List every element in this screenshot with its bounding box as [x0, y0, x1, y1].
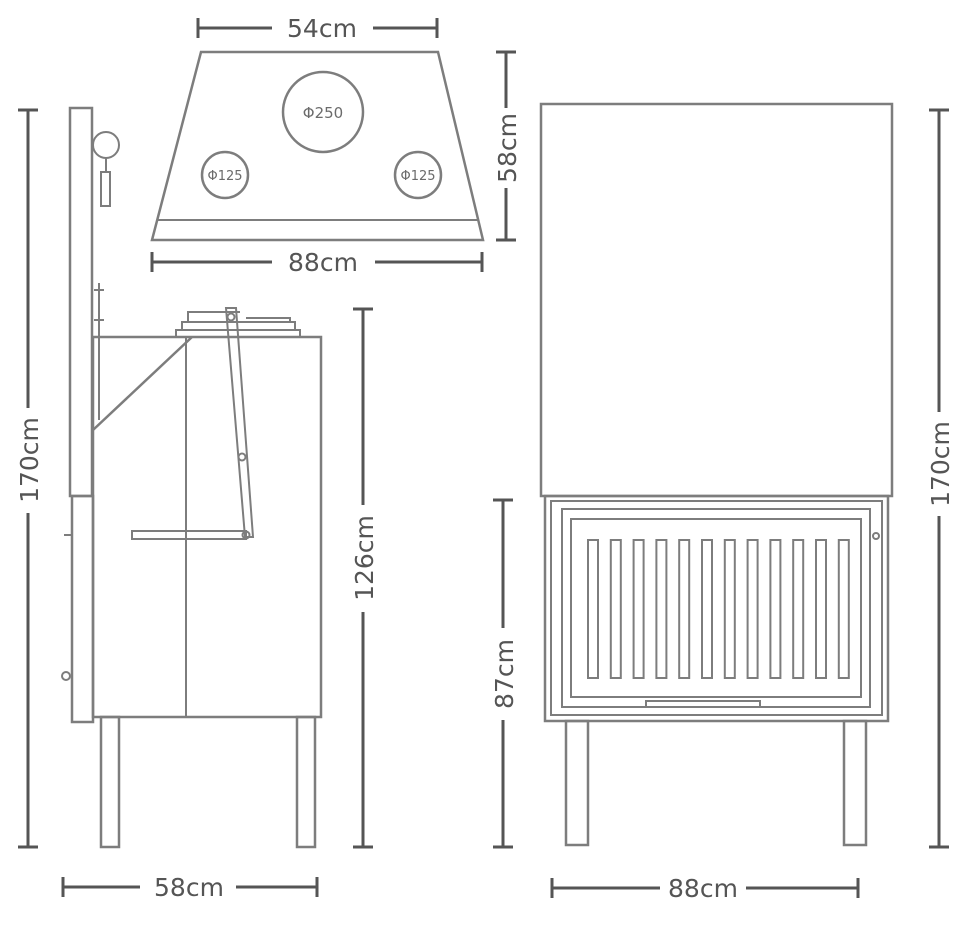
- dim-top-width-label: 54cm: [287, 14, 357, 43]
- dim-front-total-height: 170cm: [926, 108, 955, 849]
- side-leg-front: [99, 715, 121, 849]
- dim-front-total-height-label: 170cm: [926, 421, 955, 507]
- dim-top-depth: 58cm: [493, 50, 522, 242]
- door-slats: [587, 539, 850, 679]
- door-slat: [632, 539, 645, 679]
- flue-main-label: Φ250: [303, 104, 343, 122]
- front-leg-right: [842, 719, 868, 847]
- lever-arm: [131, 530, 247, 540]
- side-chimney: [68, 106, 94, 498]
- front-firebox: [543, 494, 890, 723]
- top-view: Φ250 Φ125 Φ125 54cm 88cm 58cm: [150, 14, 522, 277]
- side-front-panel: [70, 494, 95, 724]
- dim-side-depth-label: 58cm: [154, 873, 224, 902]
- door-slat: [792, 539, 805, 679]
- door-slat: [723, 539, 736, 679]
- side-body: [91, 335, 323, 719]
- flue-main-circle: [281, 70, 365, 154]
- dim-top-width: 54cm: [196, 14, 439, 43]
- dim-front-firebox-height-label: 87cm: [490, 639, 519, 709]
- dim-side-total-height-label: 170cm: [15, 417, 44, 503]
- dim-side-depth: 58cm: [61, 873, 319, 902]
- dim-top-bottom-width-label: 88cm: [288, 248, 358, 277]
- door-slat: [655, 539, 668, 679]
- dim-side-total-height: 170cm: [15, 108, 44, 849]
- door-slat: [701, 539, 713, 679]
- door-hinge-icon: [872, 532, 880, 540]
- flue-left-label: Φ125: [207, 169, 242, 184]
- flue-right-label: Φ125: [400, 169, 435, 184]
- side-view: 170cm 126cm 58cm: [15, 106, 379, 902]
- front-view: 87cm 170cm 88cm: [490, 102, 955, 903]
- door-lever: [224, 307, 255, 538]
- damper-weight: [100, 171, 111, 207]
- door-slat: [678, 539, 691, 679]
- hood-slope: [92, 336, 193, 431]
- dim-front-width-label: 88cm: [668, 874, 738, 903]
- dim-side-body-height-label: 126cm: [350, 515, 379, 601]
- door-slat: [769, 539, 782, 679]
- door-handle-bar: [645, 700, 761, 708]
- dim-front-width: 88cm: [550, 874, 860, 903]
- side-handle-icon: [61, 671, 71, 681]
- door-slat: [609, 539, 622, 679]
- door-slat: [587, 539, 599, 679]
- flue-right-circle: [393, 150, 443, 200]
- dim-top-bottom-width: 88cm: [150, 248, 484, 277]
- dim-top-depth-label: 58cm: [493, 113, 522, 183]
- front-hood: [539, 102, 894, 498]
- front-leg-left: [564, 719, 590, 847]
- damper-knob-icon: [92, 131, 120, 159]
- side-leg-back: [295, 715, 317, 849]
- door-slat: [746, 539, 759, 679]
- dim-front-firebox-height: 87cm: [490, 498, 519, 849]
- flue-left-circle: [200, 150, 250, 200]
- door-slat: [815, 539, 827, 679]
- dim-side-body-height: 126cm: [350, 307, 379, 849]
- top-view-outline: [150, 50, 485, 242]
- door-slat: [837, 539, 850, 679]
